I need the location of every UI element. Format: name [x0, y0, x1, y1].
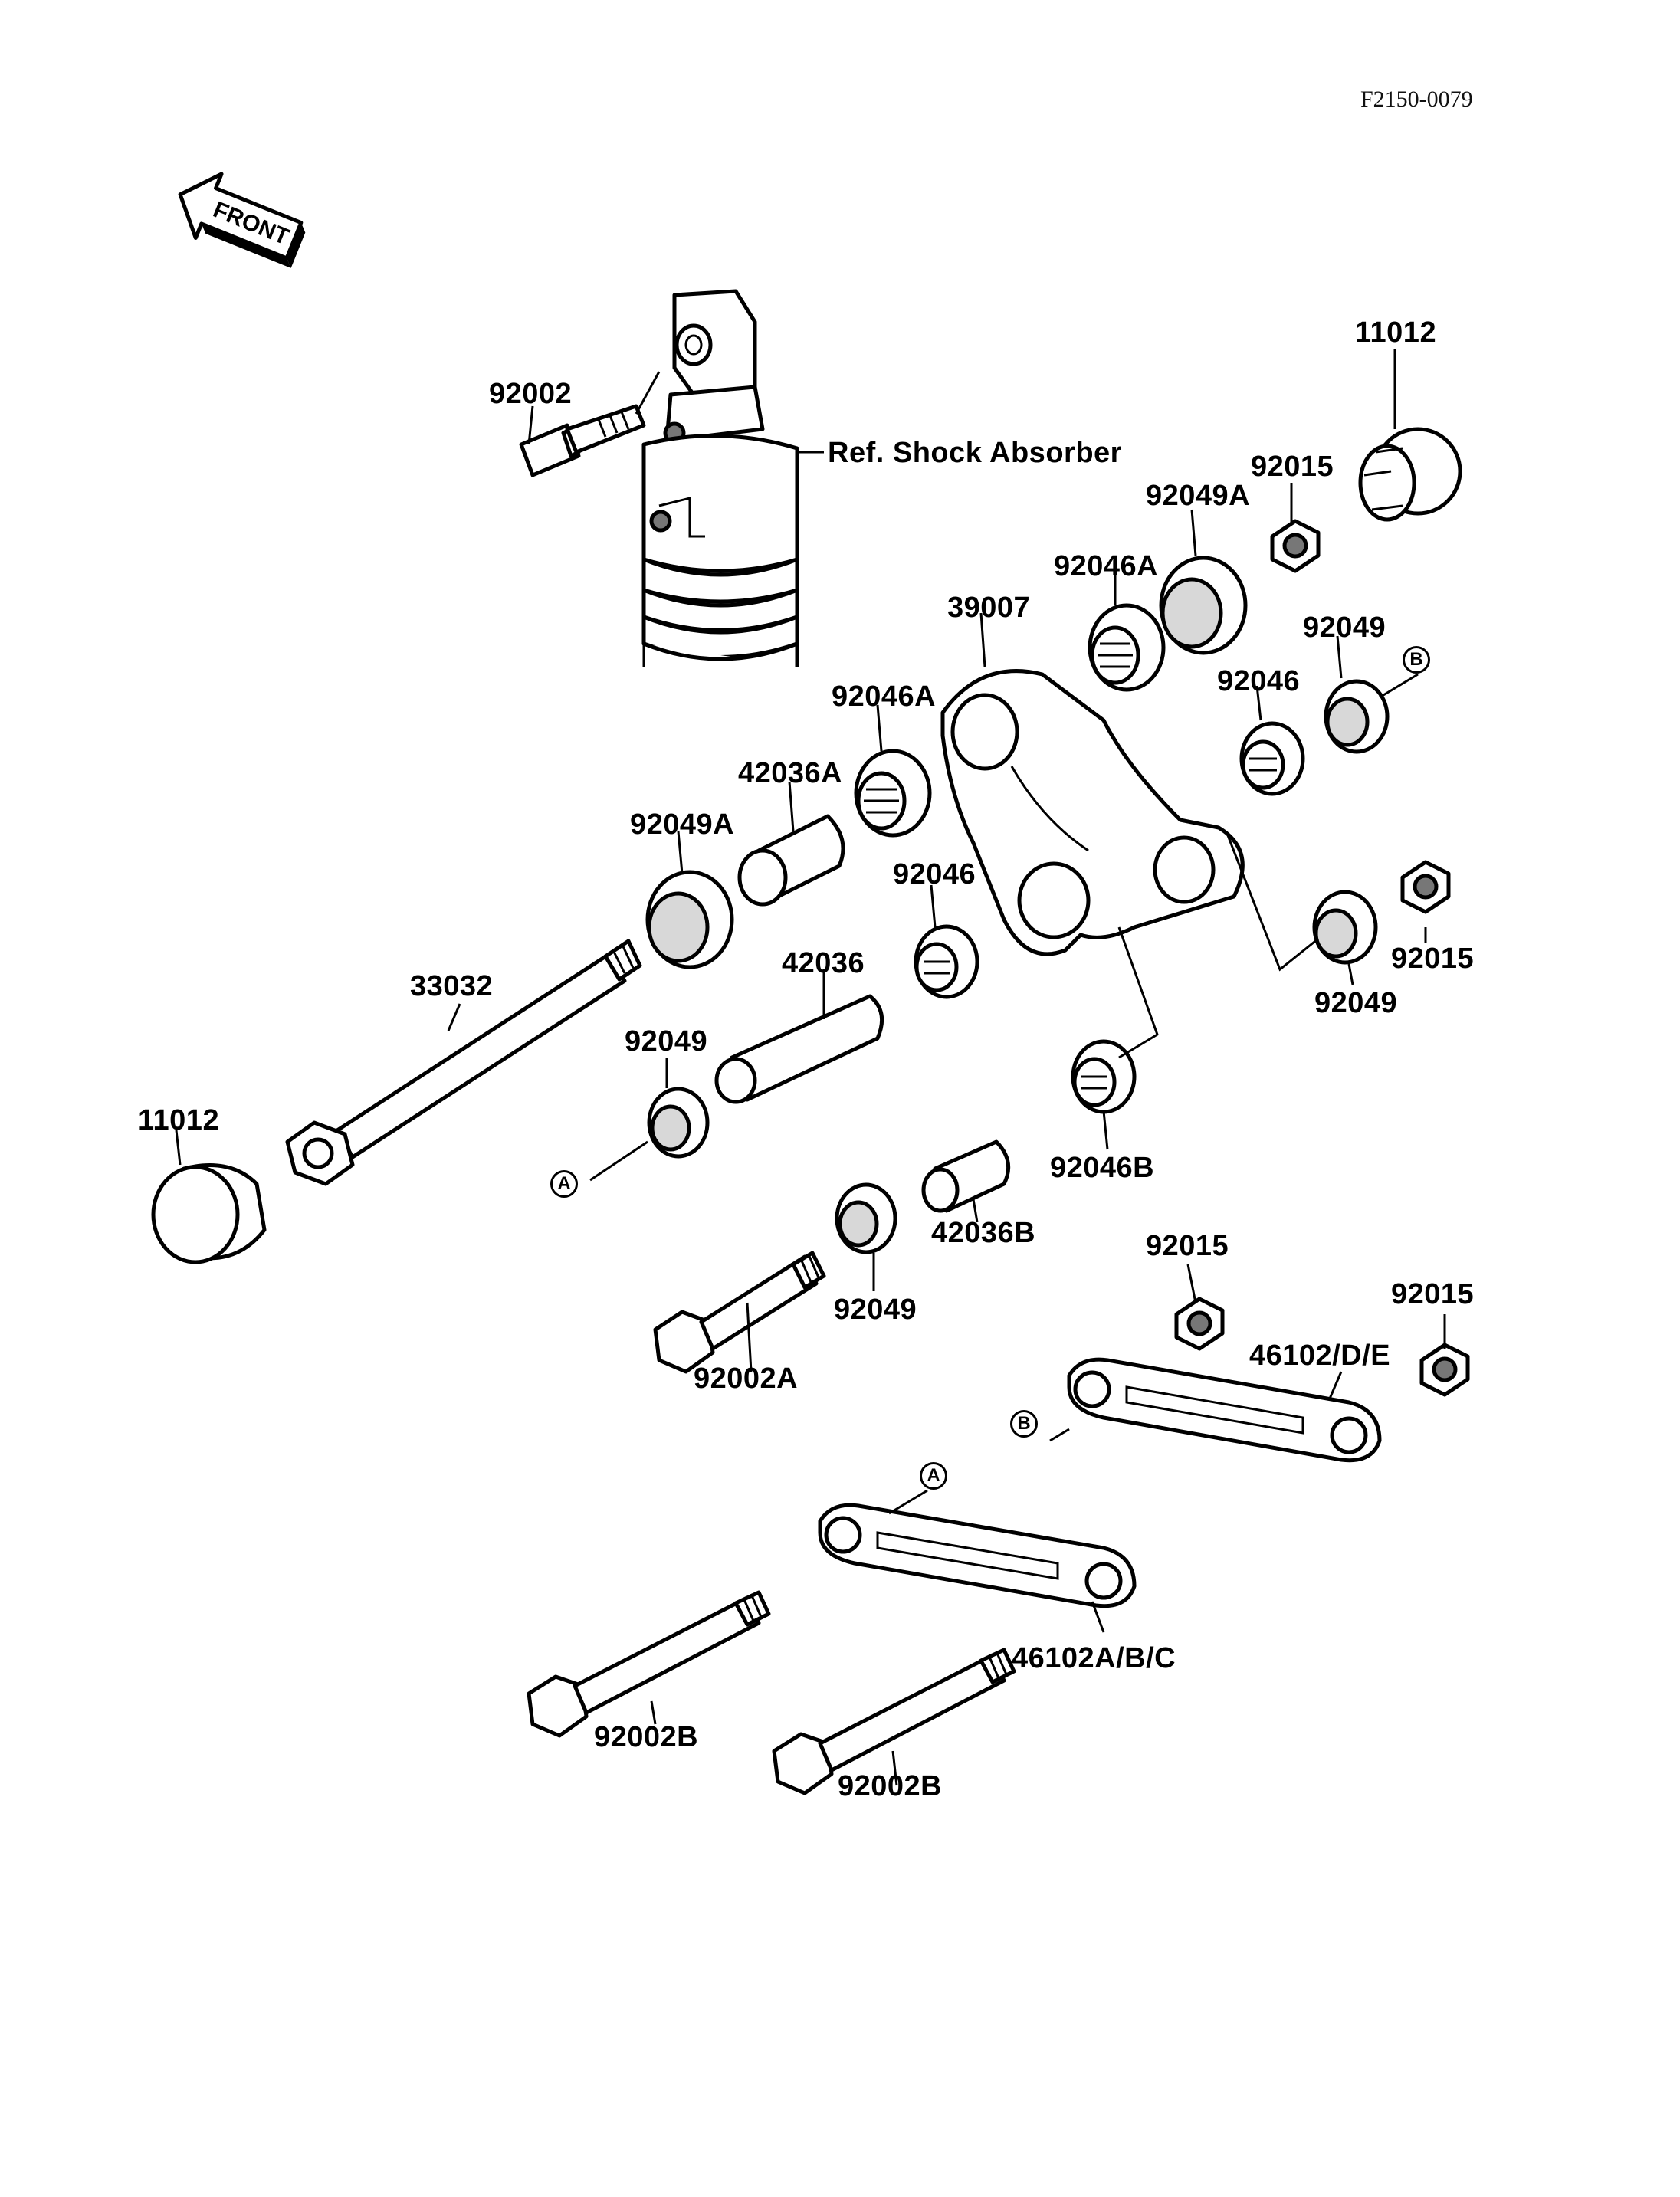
- tie-rod-46102ABC: [818, 1503, 1137, 1608]
- seal-92049-right-lower: [1225, 831, 1378, 972]
- collar-42036: [714, 994, 884, 1104]
- bearing-92046-right: [1239, 721, 1305, 796]
- label-92046A-top: 92046A: [1054, 550, 1159, 582]
- label-92049-right-lower: 92049: [1314, 987, 1398, 1019]
- seal-92049-right: [1324, 673, 1419, 754]
- label-11012-top: 11012: [1355, 316, 1437, 349]
- nut-92015-mid: [1400, 860, 1451, 914]
- label-92002A: 92002A: [694, 1362, 799, 1395]
- bolt-92002B-1: [527, 1590, 771, 1738]
- label-92015-mid: 92015: [1391, 943, 1475, 975]
- label-33032: 33032: [410, 970, 494, 1002]
- seal-92049-lower: [835, 1182, 897, 1254]
- label-92049-lower: 92049: [834, 1294, 917, 1326]
- bolt-92002B-2: [772, 1648, 1016, 1795]
- bearing-92046A-mid: [854, 749, 932, 838]
- label-92002B-2: 92002B: [838, 1770, 943, 1802]
- seal-92049A-left: [645, 870, 734, 969]
- label-42036A: 42036A: [738, 757, 843, 789]
- label-42036: 42036: [782, 947, 865, 979]
- label-39007: 39007: [947, 592, 1031, 624]
- label-42036B: 42036B: [931, 1217, 1036, 1249]
- label-92015-low1: 92015: [1146, 1230, 1229, 1262]
- seal-92049-left: [589, 1087, 710, 1182]
- bolt-92002A: [653, 1251, 826, 1374]
- collar-42036A: [737, 814, 845, 907]
- collar-42036B: [921, 1139, 1011, 1213]
- tie-rod-46102DE: [1067, 1357, 1382, 1463]
- label-92049A-top: 92049A: [1146, 480, 1251, 512]
- bolt-92002: [519, 371, 661, 477]
- nut-92015-low1: [1174, 1297, 1225, 1351]
- bearing-92046B: [1071, 926, 1159, 1114]
- label-46102DE: 46102/D/E: [1249, 1340, 1391, 1372]
- shock-absorber-reference: [641, 289, 824, 667]
- bearing-92046-mid: [914, 924, 979, 999]
- seal-92049A-top: [1159, 556, 1248, 655]
- marker-b-right: B: [1403, 646, 1430, 674]
- label-92015-top: 92015: [1251, 451, 1334, 483]
- label-92049A-left: 92049A: [630, 808, 735, 841]
- label-11012-left: 11012: [138, 1104, 220, 1136]
- nut-92015-low2: [1419, 1343, 1470, 1397]
- label-92046-right: 92046: [1217, 665, 1301, 697]
- label-92049-left: 92049: [625, 1025, 708, 1058]
- leader-lines: [175, 349, 1446, 1786]
- label-92046B: 92046B: [1050, 1152, 1155, 1184]
- label-92046A-mid: 92046A: [832, 680, 937, 713]
- label-46102ABC: 46102A/B/C: [1012, 1642, 1176, 1674]
- label-92049-right-top: 92049: [1303, 612, 1386, 644]
- marker-a-link: A: [920, 1462, 947, 1490]
- cap-11012-left: [151, 1163, 267, 1264]
- label-92002B-1: 92002B: [594, 1721, 699, 1753]
- drawing-reference-id: F2150-0079: [1360, 87, 1473, 112]
- marker-b-link: B: [1010, 1410, 1038, 1438]
- bearing-92046A-top: [1088, 603, 1166, 692]
- cap-11012-top: [1358, 427, 1462, 522]
- shaft-33032: [285, 939, 642, 1186]
- nut-92015-top: [1270, 519, 1321, 573]
- rocker-arm-39007: [940, 669, 1245, 956]
- label-ref-shock-absorber: Ref. Shock Absorber: [828, 437, 1122, 469]
- label-92046-mid: 92046: [893, 858, 976, 890]
- marker-a-left: A: [550, 1170, 578, 1198]
- front-arrow-icon: FRONT: [178, 172, 306, 268]
- label-92002: 92002: [489, 378, 573, 410]
- label-92015-low2: 92015: [1391, 1278, 1475, 1310]
